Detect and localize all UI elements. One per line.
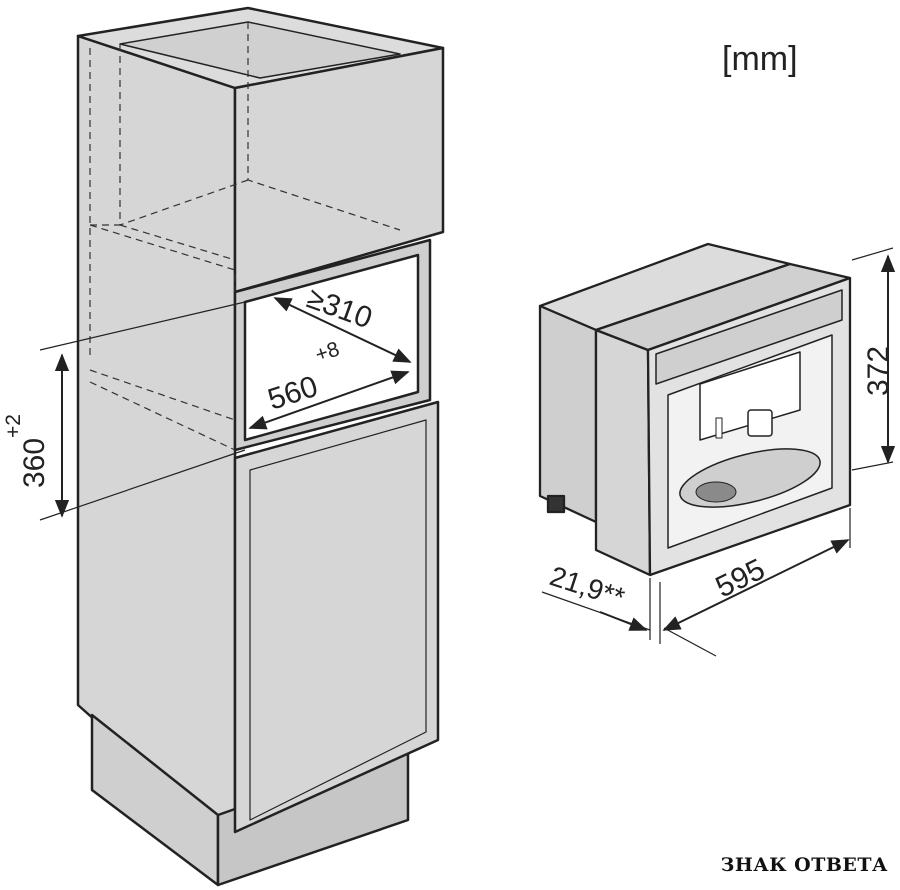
spout-block [699, 351, 801, 441]
appliance-width-label: 595 [711, 553, 770, 605]
dimension-leaders [39, 301, 246, 521]
front-protrusion-label: 21,9** [546, 560, 628, 613]
cabinet-top-opening [119, 21, 401, 79]
upper-door [233, 46, 445, 294]
depth-arrow [273, 297, 412, 363]
appliance-height-label: 372 [862, 346, 895, 396]
niche-width-arrow [248, 370, 410, 430]
appliance [538, 242, 852, 577]
unit-label: [mm] [722, 40, 798, 78]
front-frame-side [594, 328, 652, 577]
lower-door-inner [249, 419, 427, 821]
spout [747, 409, 773, 437]
drip-tray-grid [695, 481, 737, 503]
tall-cabinet [76, 6, 445, 887]
niche-height-label: 360 [18, 438, 51, 488]
protrusion-arrow [599, 611, 648, 631]
niche-height-tolerance: +2 [2, 414, 25, 438]
appliance-side [538, 304, 598, 524]
indicator [715, 417, 723, 439]
width-arrow [662, 539, 850, 631]
appliance-foot-left [546, 494, 566, 514]
cabinet-dimension-arrows [54, 297, 412, 518]
control-strip [655, 289, 843, 385]
hidden-edges [89, 22, 401, 451]
watermark: ЗНАК ОТВЕТА [720, 854, 888, 876]
appliance-dimension-arrows [599, 254, 896, 631]
